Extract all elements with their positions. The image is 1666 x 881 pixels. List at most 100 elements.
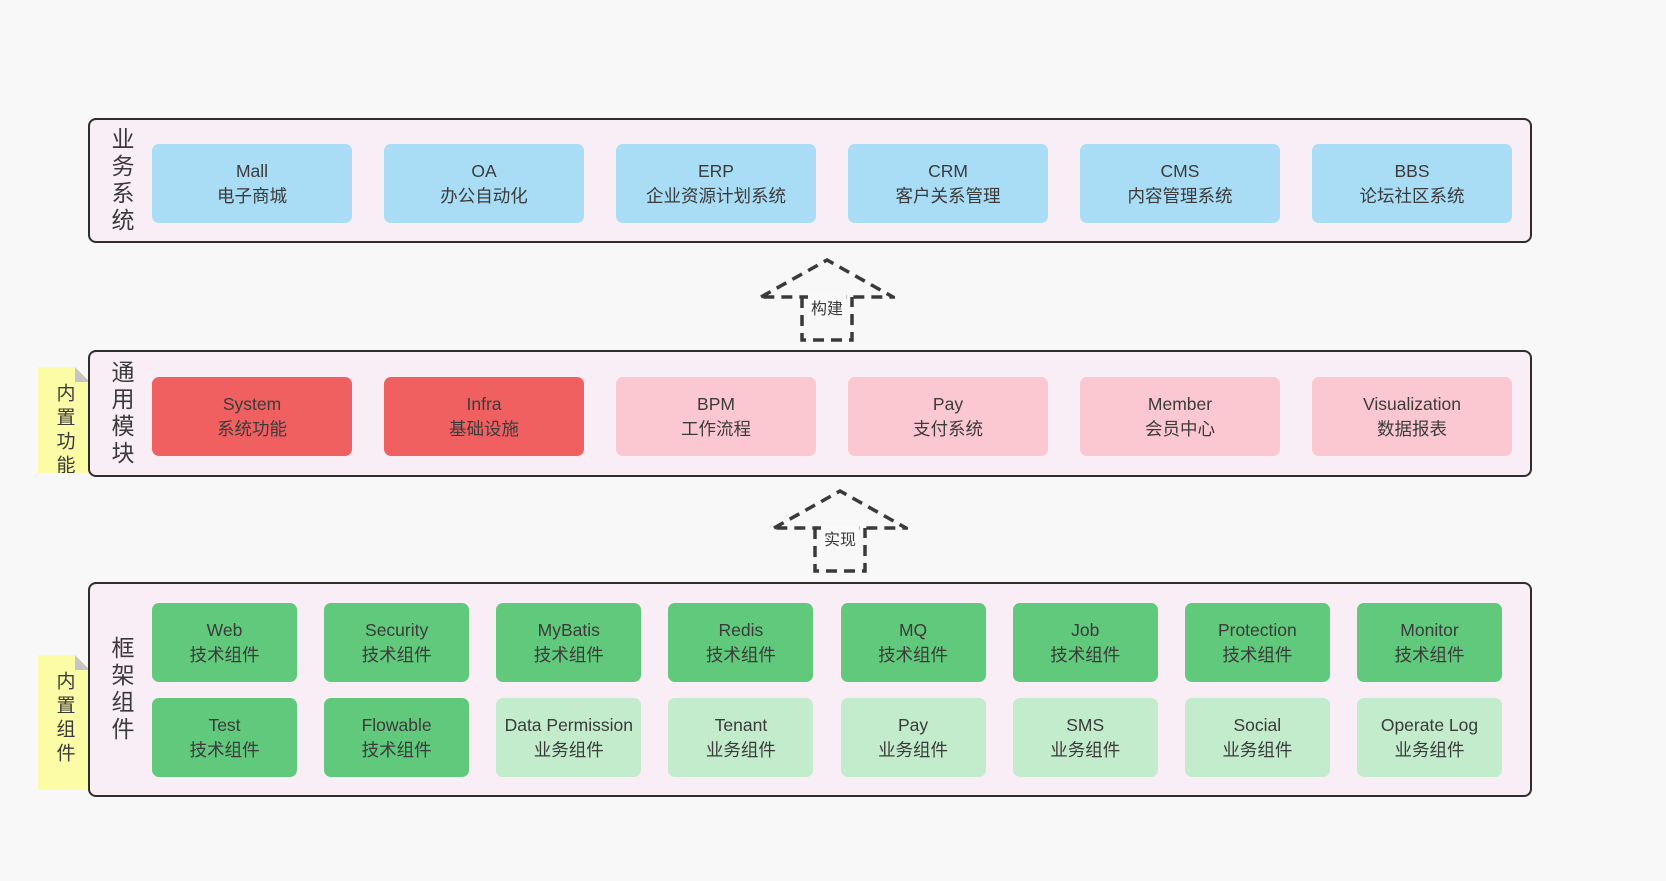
- implement-arrow-label: 实现: [820, 526, 860, 550]
- box-title: BBS: [1394, 160, 1430, 181]
- box-title: Pay: [897, 714, 929, 735]
- box-title: Visualization: [1363, 393, 1461, 414]
- box-subtitle: 办公自动化: [440, 185, 528, 206]
- box-title: OA: [471, 160, 497, 181]
- box-subtitle: 系统功能: [217, 418, 287, 439]
- box-subtitle: 技术组件: [705, 644, 776, 665]
- box-subtitle: 基础设施: [449, 418, 519, 439]
- box-subtitle: 技术组件: [533, 644, 604, 665]
- box-title: Monitor: [1400, 619, 1459, 640]
- component-box-test: Test 技术组件: [152, 698, 297, 777]
- box-subtitle: 内容管理系统: [1127, 185, 1233, 206]
- box-title: Protection: [1217, 619, 1297, 640]
- components-row-2: Test 技术组件 Flowable 技术组件 Data Permission …: [152, 698, 1502, 777]
- sticky-note-builtin-functions: 内置功能: [38, 367, 90, 473]
- box-title: Infra: [466, 393, 502, 414]
- band-label-common-modules: 通用模块: [108, 359, 134, 468]
- component-box-sms: SMS 业务组件: [1012, 698, 1158, 777]
- box-title: Pay: [932, 393, 964, 414]
- component-box-data-permission: Data Permission 业务组件: [496, 698, 642, 777]
- box-subtitle: 电子商城: [217, 185, 287, 206]
- build-arrow-label: 构建: [807, 295, 847, 319]
- box-subtitle: 业务组件: [878, 739, 949, 760]
- box-title: Test: [208, 714, 241, 735]
- component-box-social: Social 业务组件: [1184, 698, 1330, 777]
- component-box-redis: Redis 技术组件: [668, 603, 814, 682]
- box-subtitle: 企业资源计划系统: [646, 185, 786, 206]
- component-box-protection: Protection 技术组件: [1184, 603, 1330, 682]
- box-title: BPM: [697, 393, 735, 414]
- box-title: Operate Log: [1380, 714, 1479, 735]
- module-box-bpm: BPM 工作流程: [616, 377, 816, 456]
- band-common-modules: 通用模块 System 系统功能 Infra 基础设施 BPM 工作流程 Pay…: [88, 350, 1532, 477]
- box-subtitle: 会员中心: [1145, 418, 1215, 439]
- box-subtitle: 支付系统: [913, 418, 983, 439]
- components-row-1: Web 技术组件 Security 技术组件 MyBatis 技术组件 Redi…: [152, 603, 1502, 682]
- component-box-web: Web 技术组件: [152, 603, 297, 682]
- system-box-bbs: BBS 论坛社区系统: [1312, 144, 1512, 223]
- system-box-erp: ERP 企业资源计划系统: [616, 144, 816, 223]
- module-box-system: System 系统功能: [152, 377, 352, 456]
- common-modules-row: System 系统功能 Infra 基础设施 BPM 工作流程 Pay 支付系统…: [152, 377, 1512, 456]
- box-subtitle: 业务组件: [533, 739, 604, 760]
- box-subtitle: 技术组件: [1394, 644, 1465, 665]
- business-systems-row: Mall 电子商城 OA 办公自动化 ERP 企业资源计划系统 CRM 客户关系…: [152, 144, 1512, 223]
- framework-components-rows: Web 技术组件 Security 技术组件 MyBatis 技术组件 Redi…: [152, 603, 1502, 777]
- component-box-flowable: Flowable 技术组件: [324, 698, 470, 777]
- band-label-framework-components: 框架组件: [108, 635, 134, 744]
- sticky-label: 内置功能: [53, 383, 75, 479]
- box-subtitle: 业务组件: [1394, 739, 1465, 760]
- module-box-pay: Pay 支付系统: [848, 377, 1048, 456]
- build-arrow-up-icon: 构建: [759, 257, 895, 343]
- box-title: Member: [1147, 393, 1213, 414]
- system-box-crm: CRM 客户关系管理: [848, 144, 1048, 223]
- band-business-systems: 业务系统 Mall 电子商城 OA 办公自动化 ERP 企业资源计划系统 CRM…: [88, 118, 1532, 243]
- module-box-visualization: Visualization 数据报表: [1312, 377, 1512, 456]
- box-subtitle: 业务组件: [705, 739, 776, 760]
- box-title: Social: [1233, 714, 1282, 735]
- box-subtitle: 技术组件: [1222, 644, 1293, 665]
- box-title: Data Permission: [504, 714, 633, 735]
- module-box-member: Member 会员中心: [1080, 377, 1280, 456]
- implement-arrow-up-icon: 实现: [772, 488, 908, 574]
- box-subtitle: 技术组件: [189, 739, 260, 760]
- box-title: ERP: [698, 160, 734, 181]
- component-box-job: Job 技术组件: [1012, 603, 1158, 682]
- box-title: Redis: [718, 619, 764, 640]
- component-box-pay: Pay 业务组件: [840, 698, 986, 777]
- component-box-mybatis: MyBatis 技术组件: [496, 603, 642, 682]
- box-subtitle: 技术组件: [361, 644, 432, 665]
- box-subtitle: 论坛社区系统: [1359, 185, 1465, 206]
- box-title: MyBatis: [537, 619, 600, 640]
- system-box-mall: Mall 电子商城: [152, 144, 352, 223]
- component-box-security: Security 技术组件: [324, 603, 470, 682]
- box-title: Security: [365, 619, 429, 640]
- band-framework-components: 框架组件 Web 技术组件 Security 技术组件 MyBatis 技术组件…: [88, 582, 1532, 797]
- module-box-infra: Infra 基础设施: [384, 377, 584, 456]
- box-subtitle: 业务组件: [1050, 739, 1121, 760]
- component-box-tenant: Tenant 业务组件: [668, 698, 814, 777]
- box-subtitle: 业务组件: [1222, 739, 1293, 760]
- component-box-mq: MQ 技术组件: [840, 603, 986, 682]
- box-title: Tenant: [714, 714, 768, 735]
- box-subtitle: 技术组件: [878, 644, 949, 665]
- box-title: SMS: [1066, 714, 1105, 735]
- band-label-business-systems: 业务系统: [108, 126, 134, 235]
- box-subtitle: 技术组件: [1050, 644, 1121, 665]
- box-title: Flowable: [361, 714, 432, 735]
- system-box-cms: CMS 内容管理系统: [1080, 144, 1280, 223]
- component-box-monitor: Monitor 技术组件: [1356, 603, 1502, 682]
- sticky-note-builtin-components: 内置组件: [38, 655, 90, 790]
- box-title: MQ: [898, 619, 928, 640]
- box-title: CRM: [928, 160, 968, 181]
- box-subtitle: 工作流程: [681, 418, 751, 439]
- box-subtitle: 客户关系管理: [895, 185, 1001, 206]
- box-title: CMS: [1160, 160, 1200, 181]
- box-title: System: [222, 393, 282, 414]
- box-title: Job: [1071, 619, 1100, 640]
- system-box-oa: OA 办公自动化: [384, 144, 584, 223]
- box-subtitle: 技术组件: [361, 739, 432, 760]
- box-title: Web: [206, 619, 243, 640]
- box-subtitle: 数据报表: [1377, 418, 1447, 439]
